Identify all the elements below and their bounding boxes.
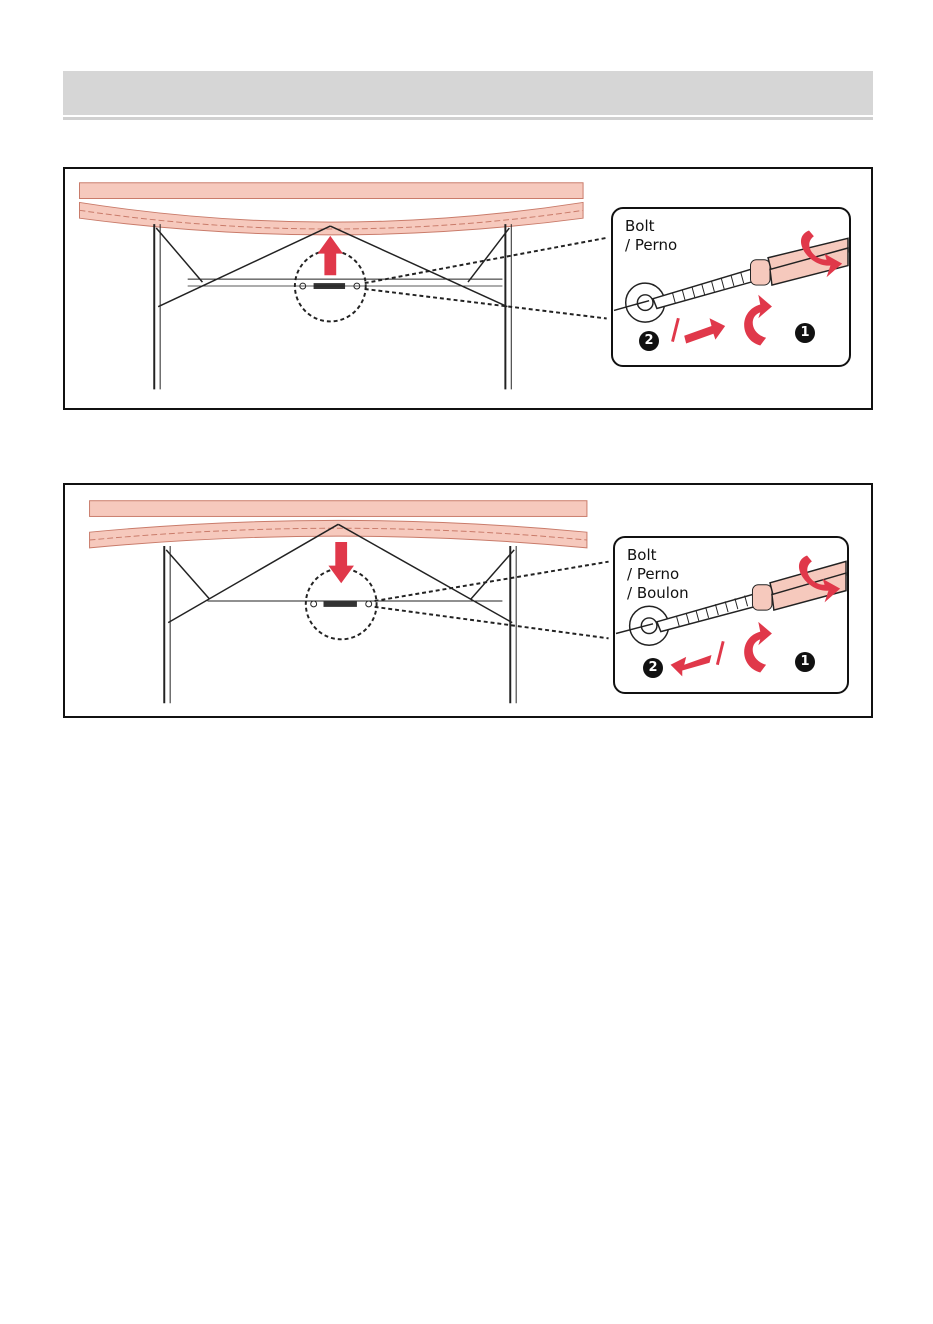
section-header-bar: [63, 71, 873, 115]
bolt-label: Bolt / Perno: [625, 217, 677, 255]
rotate-arrow-icon: [744, 622, 772, 673]
tabletop-slab: [80, 183, 584, 199]
step-1-badge: 1: [795, 652, 815, 672]
bolt-detail-callout: Bolt / Perno 2 1: [611, 207, 851, 367]
bolt-detail-callout: Bolt / Perno / Boulon 2 1: [613, 536, 849, 694]
rotate-arrow-icon: [744, 295, 772, 346]
down-arrow-icon: [328, 542, 354, 583]
step-1-badge: 1: [795, 323, 815, 343]
bolt-label: Bolt / Perno / Boulon: [627, 546, 689, 603]
up-arrow-icon: [318, 236, 344, 275]
tighten-illustration-panel: Bolt / Perno 2 1: [63, 167, 873, 410]
bolt-direction-arrow-icon: [671, 655, 712, 676]
step-2-badge: 2: [639, 331, 659, 351]
tabletop-slab: [90, 501, 587, 517]
loosen-illustration-panel: Bolt / Perno / Boulon 2 1: [63, 483, 873, 718]
header-divider: [63, 117, 873, 120]
step-2-badge: 2: [643, 658, 663, 678]
bolt-direction-arrow-icon: [684, 318, 725, 343]
